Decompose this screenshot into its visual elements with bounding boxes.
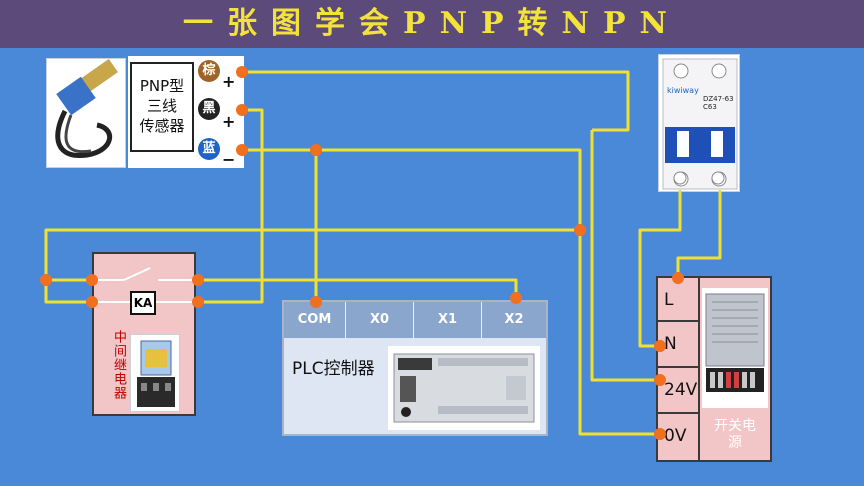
sensor-polarity: −	[222, 150, 236, 169]
psu-image	[705, 293, 765, 392]
node	[574, 224, 586, 236]
plc-terminal-x1: X1	[414, 302, 482, 338]
sensor-label: PNP型 三线 传感器	[130, 62, 194, 152]
breaker-brand: kiwiway	[667, 86, 699, 95]
plc-title: PLC控制器	[292, 359, 375, 379]
sensor-label-line: 三线	[146, 97, 177, 115]
psu-terminal-n: N	[658, 324, 698, 368]
psu-terminal-24v: 24V	[658, 370, 698, 414]
page-title: 一张图学会PNP转NPN	[183, 6, 681, 41]
relay-caption: 中间继电器	[111, 330, 126, 400]
wire-breaker-to-l	[676, 190, 722, 278]
plc-terminal-x2: X2	[482, 302, 546, 338]
psu-terminal-l: L	[658, 280, 698, 322]
sensor-wire-blue: 蓝	[198, 138, 220, 160]
sensor-polarity: +	[222, 72, 236, 91]
node	[40, 274, 52, 286]
sensor-polarity: +	[222, 112, 236, 131]
sensor-photo	[46, 58, 126, 168]
wire-brown-to-breaker	[242, 70, 630, 132]
breaker-model: DZ47-63	[703, 95, 734, 103]
breaker-image: kiwiway DZ47-63 C63	[662, 58, 738, 190]
wire-brown-down	[590, 130, 660, 382]
relay-photo	[130, 334, 180, 412]
sensor-wire-brown: 棕	[198, 60, 220, 82]
psu-divider	[698, 278, 700, 462]
breaker-rating: C63	[703, 103, 717, 111]
relay-image	[137, 340, 175, 407]
plc-image	[393, 353, 535, 423]
sensor-wire-black: 黑	[198, 98, 220, 120]
psu-terminal-0v: 0V	[664, 426, 687, 446]
sensor-label-line: 传感器	[139, 117, 185, 135]
plc-terminal-com: COM	[284, 302, 346, 338]
wire-relay-bottom	[44, 280, 92, 304]
title-bar	[0, 0, 864, 48]
relay-coil: KA	[130, 291, 156, 315]
plc-photo	[388, 346, 540, 430]
sensor-image	[55, 58, 118, 158]
psu-caption: 开关电源	[714, 418, 756, 451]
sensor-label-line: PNP型	[139, 77, 185, 95]
plc-terminal-x0: X0	[346, 302, 414, 338]
circuit-breaker: kiwiway DZ47-63 C63	[658, 54, 740, 192]
psu-photo	[702, 288, 768, 408]
node	[310, 144, 322, 156]
wire-relay-contact-out	[198, 278, 518, 298]
